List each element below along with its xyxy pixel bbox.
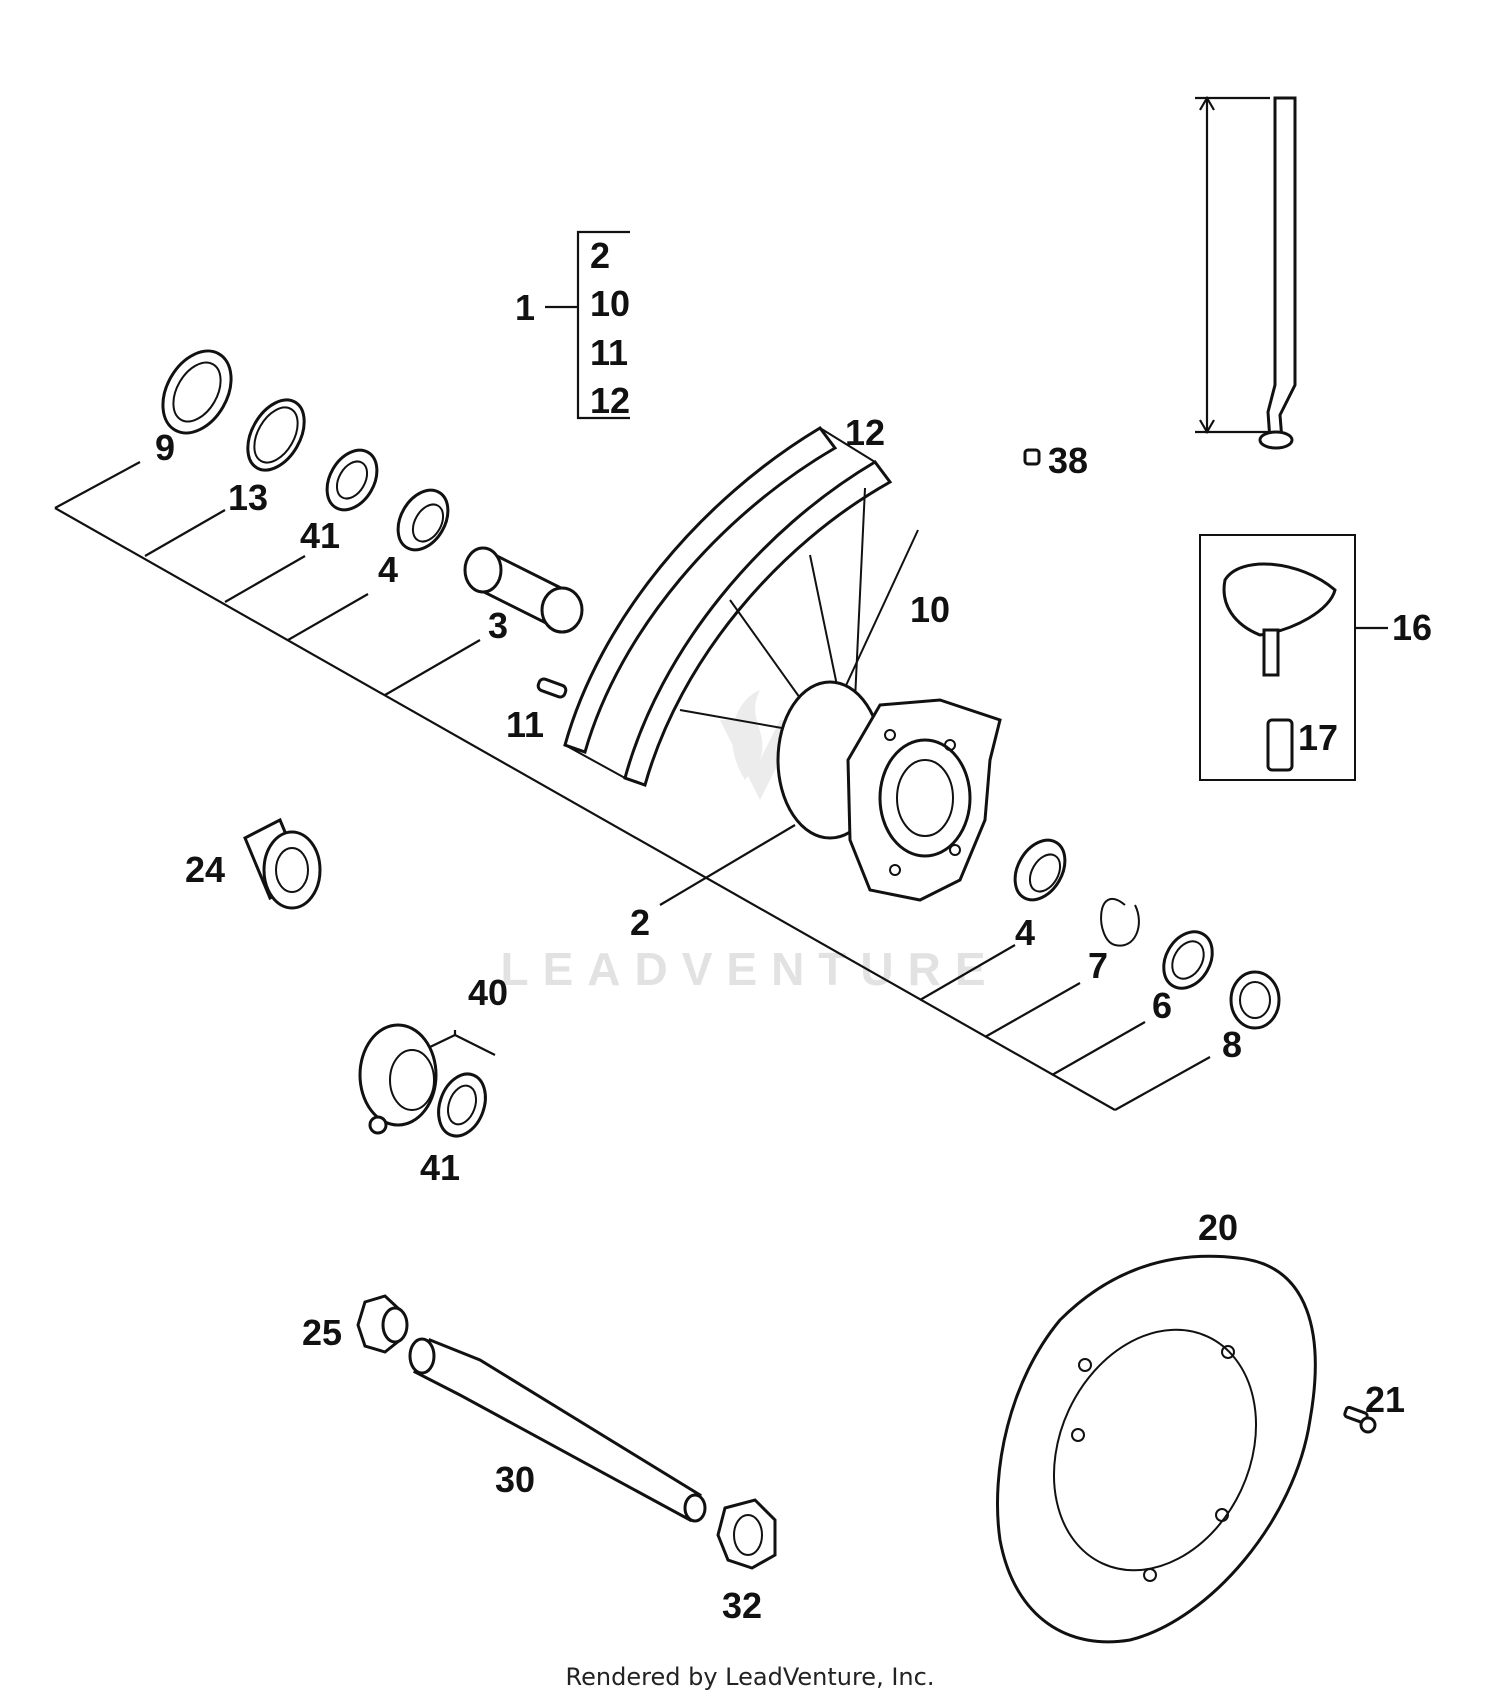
- axis-lines: [54, 461, 1211, 1111]
- spacer-part-8: [1229, 970, 1281, 1030]
- circlip-part-7: [1100, 897, 1140, 947]
- label-11: 11: [506, 704, 544, 745]
- lock-washer-part-41-lower: [437, 1072, 487, 1138]
- rim-part-12: [563, 426, 893, 787]
- cap-part-38: [1023, 448, 1041, 466]
- spoke-detail: [1195, 95, 1297, 450]
- footer-credit: Rendered by LeadVenture, Inc.: [565, 1663, 935, 1691]
- label-group-10: 10: [590, 283, 630, 324]
- watermark: LEADVENTURE: [500, 690, 999, 995]
- label-24: 24: [185, 849, 225, 890]
- nut-part-25: [356, 1294, 409, 1354]
- label-1: 1: [515, 287, 535, 328]
- label-group-2: 2: [590, 235, 610, 276]
- axle-part-30: [408, 1337, 707, 1523]
- rim-lock-part-16: [1222, 562, 1337, 677]
- speedo-drive-part-40: [358, 1023, 496, 1135]
- label-30: 30: [495, 1459, 535, 1500]
- label-3: 3: [488, 605, 508, 646]
- axle-nut-part-32: [716, 1498, 777, 1570]
- label-25: 25: [302, 1312, 342, 1353]
- label-4-upper: 4: [378, 549, 398, 590]
- label-8: 8: [1222, 1024, 1242, 1065]
- seal-part-6: [1162, 930, 1214, 990]
- label-2: 2: [630, 902, 650, 943]
- label-16: 16: [1392, 607, 1432, 648]
- label-32: 32: [722, 1585, 762, 1626]
- label-12: 12: [845, 412, 885, 453]
- assembly-bracket: [545, 230, 630, 420]
- bearing-part-4-right: [1013, 838, 1067, 902]
- label-41-lower: 41: [420, 1147, 460, 1188]
- valve-box: [1199, 534, 1388, 781]
- spacer-part-3: [463, 546, 584, 634]
- nut-part-17: [1266, 718, 1294, 772]
- brake-disc-part-20: [996, 1254, 1317, 1644]
- ring-part-13: [246, 398, 306, 472]
- label-4-lower: 4: [1015, 912, 1035, 953]
- label-17: 17: [1298, 717, 1338, 758]
- label-10: 10: [910, 589, 950, 630]
- label-41-upper: 41: [300, 515, 340, 556]
- label-13: 13: [228, 477, 268, 518]
- seal-part-9: [161, 349, 233, 435]
- watermark-text: LEADVENTURE: [500, 943, 999, 995]
- nipple-part-11: [536, 677, 568, 699]
- bolt-part-21: [1343, 1405, 1377, 1434]
- lock-washer-part-41: [325, 448, 379, 512]
- label-group-12: 12: [590, 380, 630, 421]
- label-38: 38: [1048, 440, 1088, 481]
- label-9: 9: [155, 427, 175, 468]
- label-6: 6: [1152, 985, 1172, 1026]
- label-group-11: 11: [590, 332, 628, 373]
- label-7: 7: [1088, 945, 1108, 986]
- spacer-part-24: [243, 817, 322, 910]
- label-20: 20: [1198, 1207, 1238, 1248]
- hub-part-2: [776, 680, 1002, 902]
- bearing-part-4: [396, 488, 450, 552]
- label-21: 21: [1365, 1379, 1405, 1420]
- label-40: 40: [468, 972, 508, 1013]
